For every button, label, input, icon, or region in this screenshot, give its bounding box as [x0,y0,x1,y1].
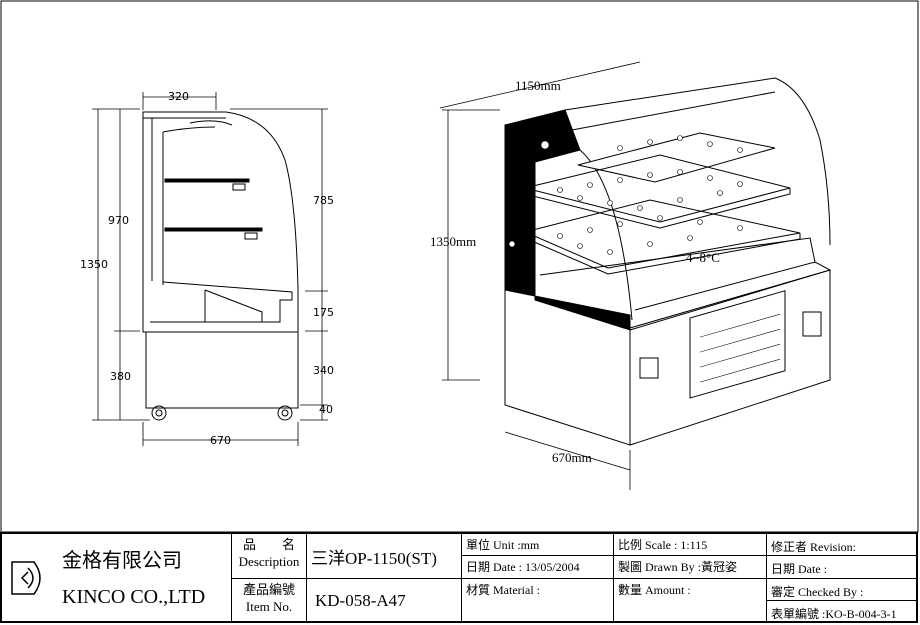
side-shelf [164,227,263,232]
item-label: 產品編號 Item No. [232,579,307,623]
drawn-by: 製圖 Drawn By :黃冠姿 [614,556,767,579]
revision-date: 日期 Date : [767,556,918,579]
dim-deck-height: 175 [313,306,334,319]
unit: 單位 Unit :mm [462,534,614,556]
form-number: 表單編號 :KO-B-004-3-1 [771,607,897,621]
amount: 數量 Amount : [614,579,767,623]
dim-total-height: 1350 [80,258,108,271]
item-value: KD-058-A47 [307,579,462,623]
dim-bottom-depth: 670 [210,434,231,447]
front-grille-strip [629,261,832,329]
dim-lower-height: 380 [110,370,131,383]
vent-grille [689,290,786,399]
company-name-en: KINCO CO.,LTD [62,586,206,608]
date: 日期 Date : 13/05/2004 [462,556,614,579]
dim-width: 1150mm [515,78,561,93]
title-block: 金格有限公司 KINCO CO.,LTD 品 名 Description 三洋O… [0,532,918,623]
wheel [277,405,293,421]
temperature-label: 4~8°C [686,250,720,265]
company-cell: 金格有限公司 KINCO CO.,LTD [2,534,232,623]
side-upper-case [142,111,299,333]
company-name-cn: 金格有限公司 [62,550,182,572]
perspective-view: 1150mm 1350mm 670mm 4~8°C [430,61,832,490]
vent-holes [700,313,780,383]
dim-top-depth: 320 [168,90,189,103]
dim-glass-height: 785 [313,194,334,207]
description-label-en: Description [238,554,300,569]
scale: 比例 Scale : 1:115 [614,534,767,556]
left-end-panel [504,109,631,331]
base-front [629,269,831,446]
dim-wheel-height: 40 [319,403,333,416]
description-label-cn: 品 名 [242,537,295,552]
side-lower-cabinet [145,331,299,409]
dim-depth: 670mm [552,450,592,465]
item-label-cn: 產品編號 [242,582,295,597]
wheel [151,405,167,421]
dim-upper-height: 970 [108,214,129,227]
access-door [802,311,822,337]
material: 材質 Material : [462,579,614,623]
description-label: 品 名 Description [232,534,307,579]
revision: 修正者 Revision: [767,534,918,556]
side-shelf [164,178,250,183]
dim-cabinet-height: 340 [313,364,334,377]
side-view: 320 1350 970 380 785 175 340 40 670 [80,90,334,447]
control-panel [639,357,659,379]
company-logo [11,561,41,595]
dim-height: 1350mm [430,234,476,249]
description-value: 三洋OP-1150(ST) [307,534,462,579]
checked-by: 審定 Checked By : [767,579,918,601]
perspective-shelf [523,132,801,275]
item-label-en: Item No. [245,599,293,614]
